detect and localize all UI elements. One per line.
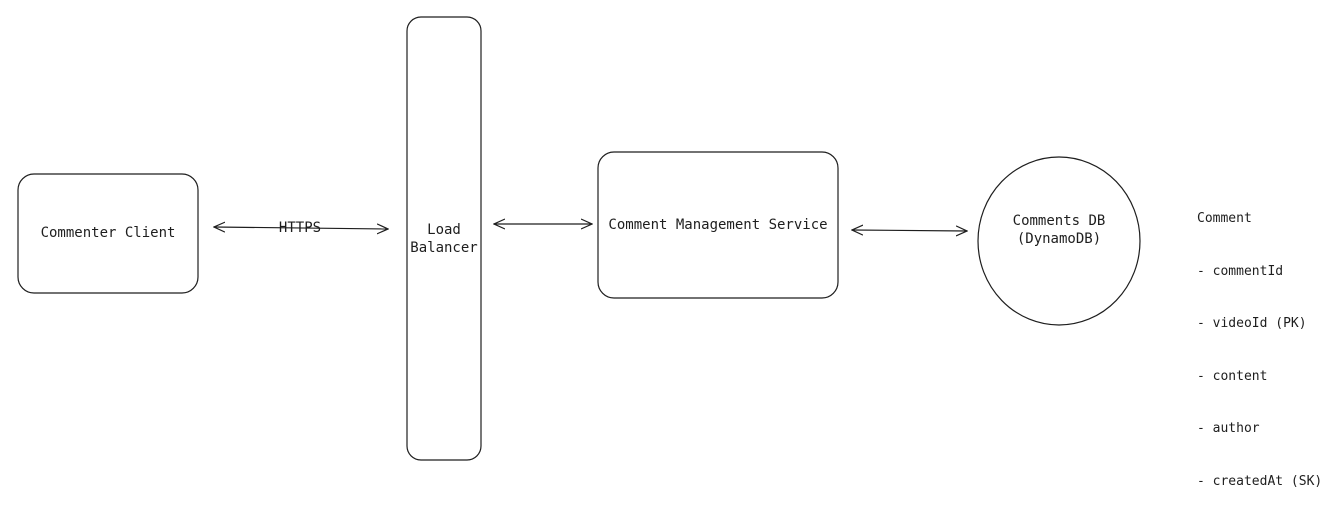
- comments-db-circle[interactable]: [977, 156, 1141, 326]
- commenter-client-label: Commenter Client: [40, 225, 176, 241]
- schema-field: - createdAt (SK): [1197, 473, 1323, 489]
- commenter-client-box[interactable]: [17, 173, 199, 294]
- schema-title: Comment: [1197, 211, 1252, 226]
- comment-management-service-box[interactable]: [597, 151, 839, 299]
- schema-field: - author: [1197, 421, 1260, 436]
- load-balancer-box[interactable]: [406, 16, 482, 461]
- schema-field: - content: [1197, 368, 1268, 384]
- https-edge-label: HTTPS: [278, 220, 322, 236]
- load-balancer-label-line2: Balancer: [410, 240, 478, 256]
- arrow-client-to-load-balancer[interactable]: [214, 227, 388, 229]
- schema-field: - videoId (PK): [1197, 316, 1307, 331]
- diagram-shapes: [17, 16, 1141, 461]
- schema-field: - commentId: [1197, 263, 1284, 279]
- diagram-canvas: Commenter Client HTTPS Load Balancer Com…: [17, 16, 1322, 489]
- comments-db-label-line2: (DynamoDB): [1016, 231, 1102, 247]
- arrow-service-to-db[interactable]: [852, 230, 967, 231]
- comments-db-label-line1: Comments DB: [1012, 213, 1106, 229]
- comment-management-service-label: Comment Management Service: [608, 217, 828, 233]
- comment-schema-note: Comment - commentId - videoId (PK) - con…: [1197, 175, 1322, 525]
- load-balancer-label-line1: Load: [427, 222, 461, 238]
